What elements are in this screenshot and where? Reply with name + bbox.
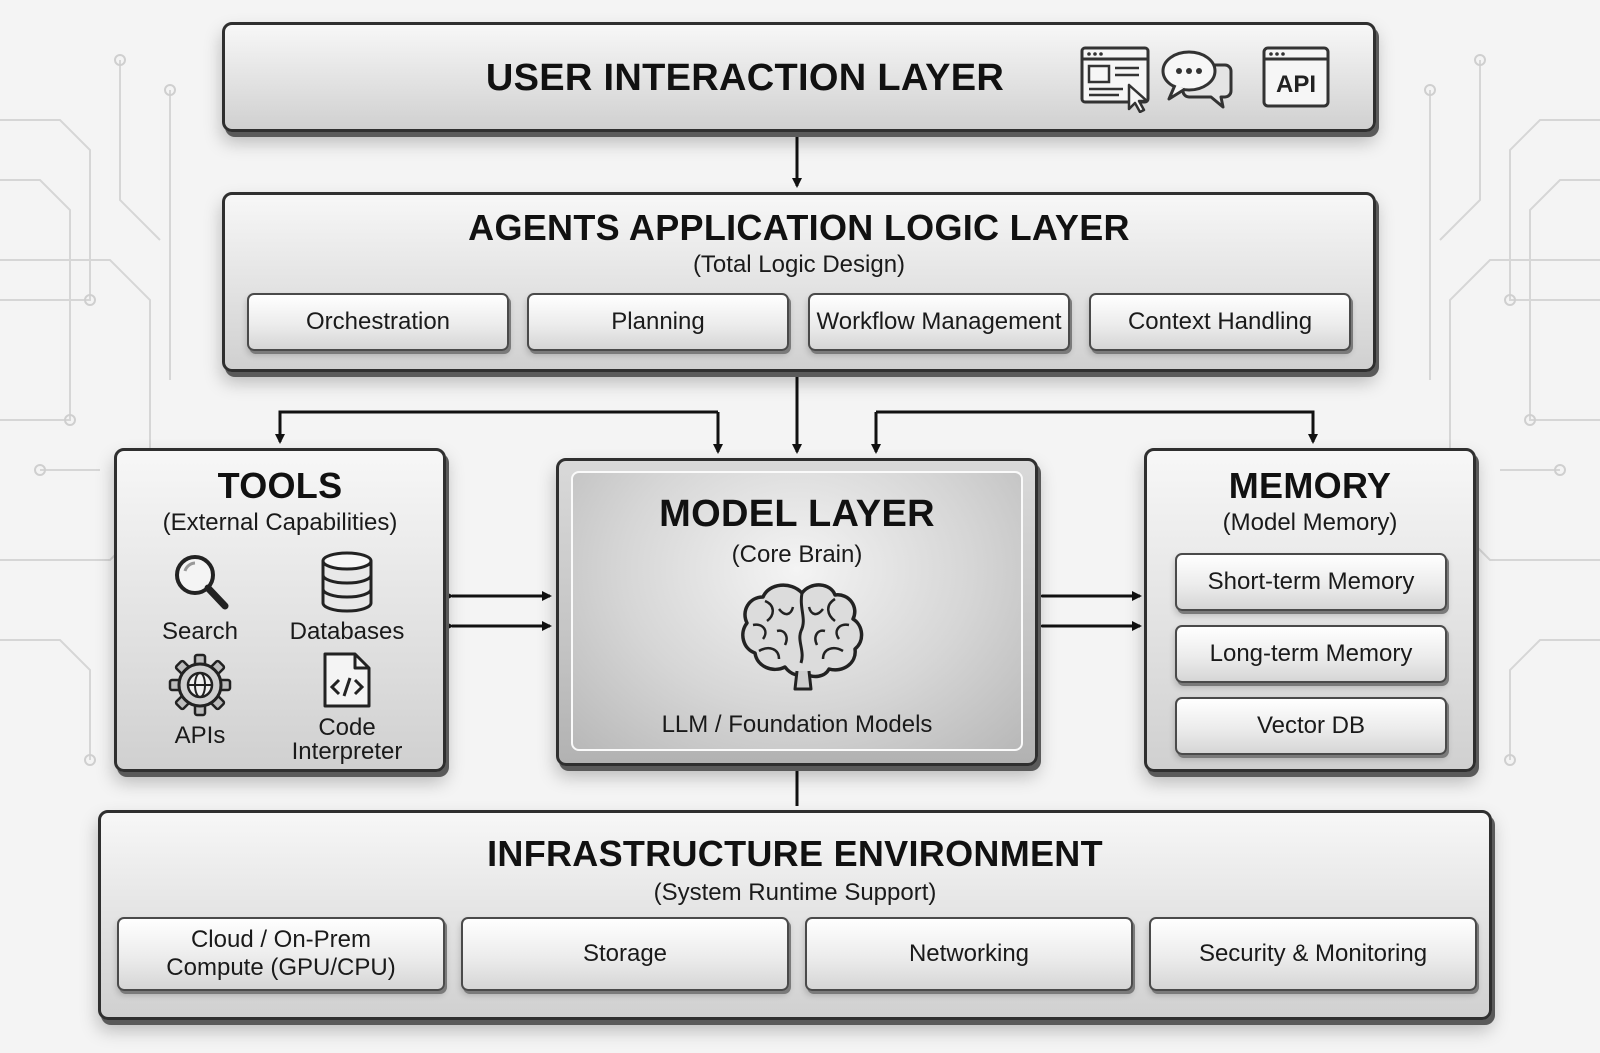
module-label: Long-term Memory: [1209, 640, 1413, 668]
web-ui-icon: [1079, 45, 1155, 118]
tool-label: APIs: [174, 722, 226, 749]
brain-icon: [739, 579, 865, 696]
vector-db-module: Vector DB: [1175, 697, 1447, 755]
infrastructure-environment-panel: INFRASTRUCTURE ENVIRONMENT (System Runti…: [98, 810, 1492, 1020]
tool-label: Databases: [289, 618, 405, 645]
model-inner-frame: MODEL LAYER (Core Brain) LLM / Foundatio…: [571, 471, 1023, 751]
chat-bubbles-icon: [1159, 45, 1235, 118]
model-layer-panel: MODEL LAYER (Core Brain) LLM / Foundatio…: [556, 458, 1038, 766]
orchestration-module: Orchestration: [247, 293, 509, 351]
tool-code-interpreter: Code Interpreter: [277, 651, 417, 764]
tool-label-line1: Code: [318, 714, 376, 741]
memory-title: MEMORY: [1228, 465, 1392, 506]
module-label-line2: Compute (GPU/CPU): [166, 954, 396, 981]
gear-globe-icon: [168, 653, 232, 723]
module-label: Storage: [582, 940, 668, 968]
code-file-icon: [321, 652, 373, 715]
memory-panel: MEMORY (Model Memory) Short-term Memory …: [1144, 448, 1476, 772]
database-icon: [319, 551, 375, 619]
infra-subtitle: (System Runtime Support): [653, 879, 937, 906]
module-label: Vector DB: [1256, 712, 1366, 740]
security-monitoring-module: Security & Monitoring: [1149, 917, 1477, 991]
infra-title: INFRASTRUCTURE ENVIRONMENT: [487, 833, 1103, 874]
module-label: Security & Monitoring: [1198, 940, 1428, 968]
workflow-management-module: Workflow Management: [808, 293, 1070, 351]
tool-label-line2: Interpreter: [291, 738, 403, 765]
networking-module: Networking: [805, 917, 1133, 991]
short-term-memory-module: Short-term Memory: [1175, 553, 1447, 611]
module-label: Networking: [908, 940, 1030, 968]
tools-subtitle: (External Capabilities): [162, 509, 398, 536]
module-label: Planning: [611, 308, 705, 336]
search-icon: [169, 555, 231, 619]
storage-module: Storage: [461, 917, 789, 991]
module-label: Context Handling: [1127, 308, 1313, 336]
tools-title: TOOLS: [217, 465, 343, 506]
user-interaction-layer: USER INTERACTION LAYER API: [222, 22, 1376, 132]
tool-search: Search: [145, 551, 255, 644]
planning-module: Planning: [527, 293, 789, 351]
context-handling-module: Context Handling: [1089, 293, 1351, 351]
long-term-memory-module: Long-term Memory: [1175, 625, 1447, 683]
model-subtitle: (Core Brain): [731, 541, 863, 568]
tool-apis: APIs: [145, 653, 255, 748]
tool-databases: Databases: [277, 551, 417, 644]
tools-panel: TOOLS (External Capabilities) Search Dat…: [114, 448, 446, 772]
module-label: Orchestration: [305, 308, 451, 336]
memory-subtitle: (Model Memory): [1222, 509, 1398, 536]
api-window-icon: API: [1261, 45, 1331, 116]
user-layer-title: USER INTERACTION LAYER: [485, 57, 1005, 99]
module-label: Workflow Management: [816, 308, 1062, 336]
model-title: MODEL LAYER: [659, 493, 935, 535]
agents-layer-subtitle: (Total Logic Design): [692, 251, 906, 278]
api-label: API: [1276, 71, 1316, 98]
agents-layer-title: AGENTS APPLICATION LOGIC LAYER: [468, 207, 1130, 248]
module-label-line1: Cloud / On-Prem: [190, 926, 372, 954]
model-footer: LLM / Foundation Models: [661, 711, 933, 738]
tool-label: Search: [161, 618, 239, 645]
module-label: Short-term Memory: [1207, 568, 1415, 596]
agents-application-logic-layer: AGENTS APPLICATION LOGIC LAYER (Total Lo…: [222, 192, 1376, 372]
